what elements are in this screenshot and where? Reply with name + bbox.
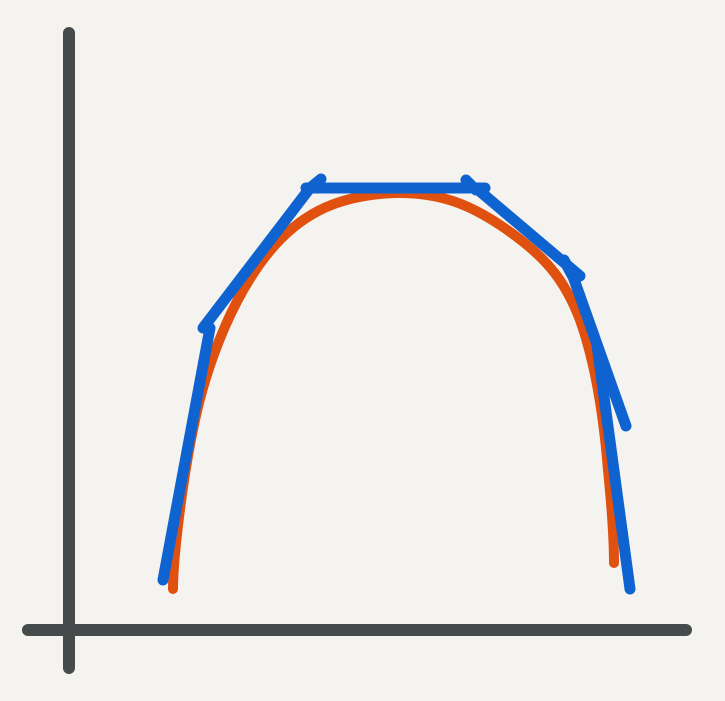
segment-6 xyxy=(591,339,636,595)
polyline-approximation xyxy=(157,173,636,595)
segment-1 xyxy=(157,322,216,586)
segment-2 xyxy=(197,182,316,334)
